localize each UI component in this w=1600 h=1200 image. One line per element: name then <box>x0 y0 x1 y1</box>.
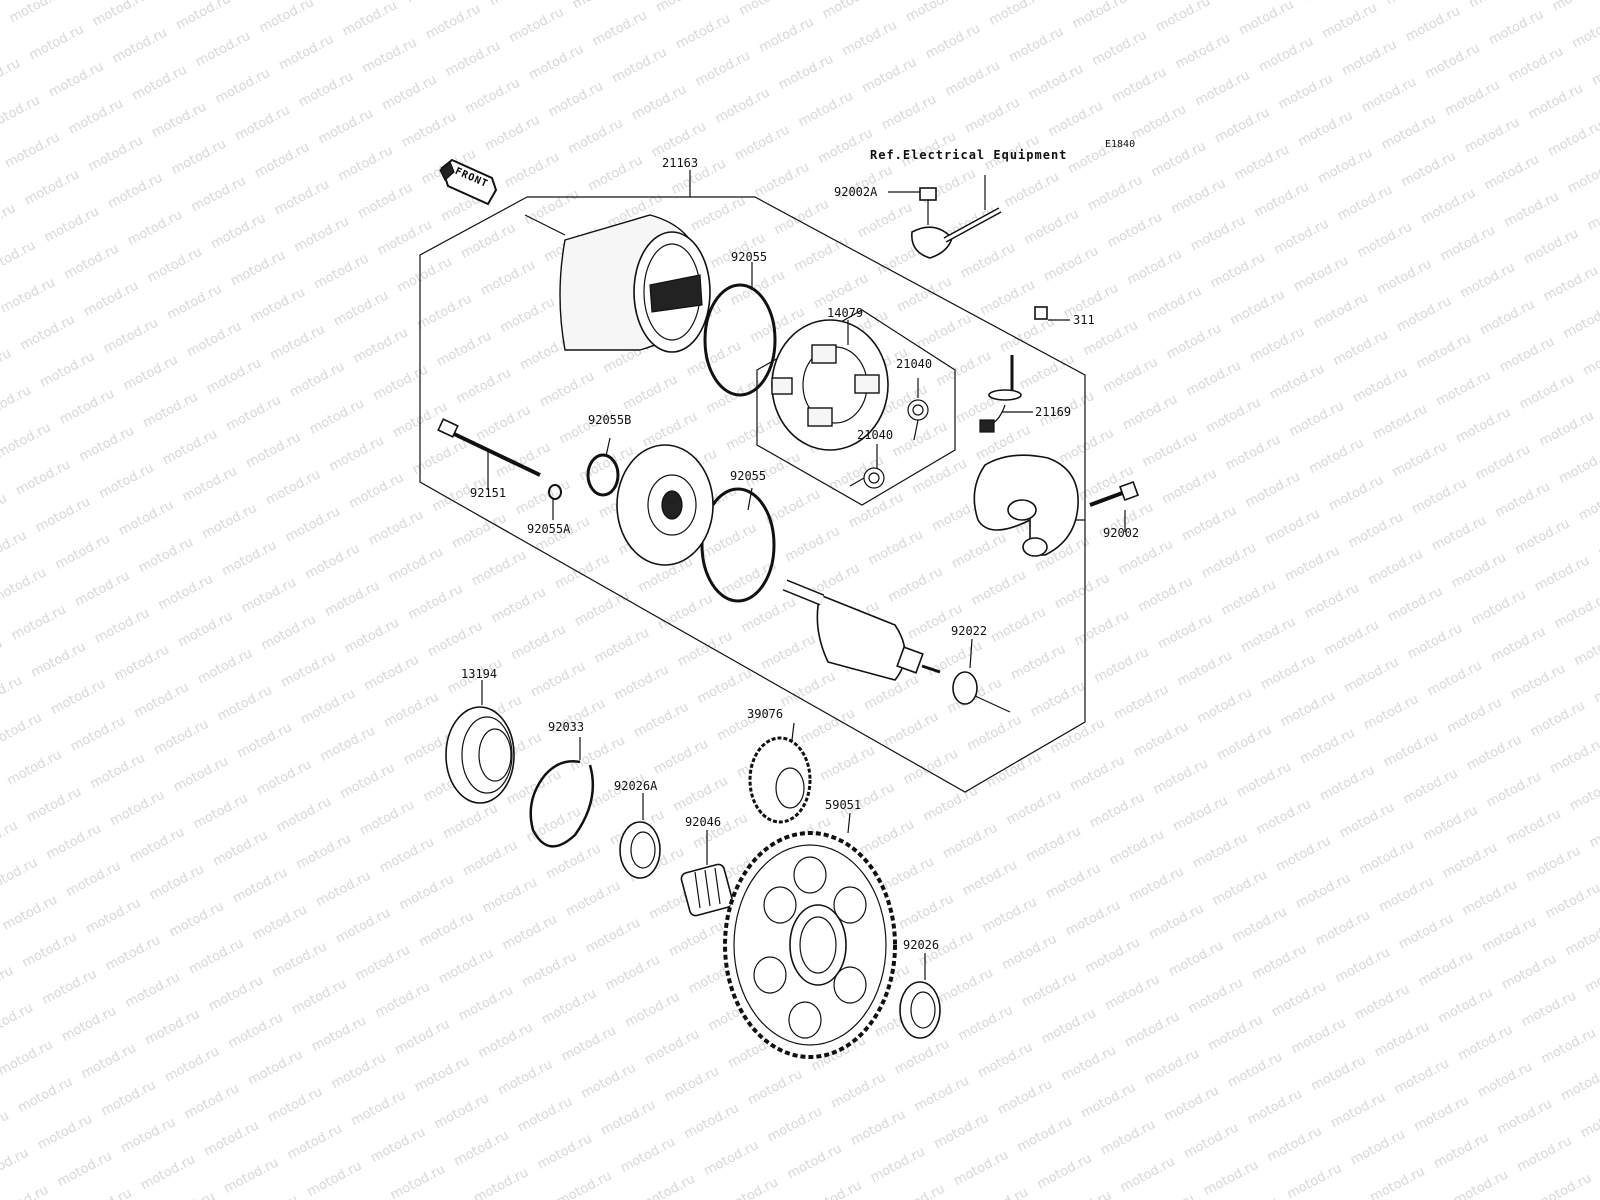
leader-lines <box>481 191 1126 980</box>
washer-92026 <box>899 981 941 1039</box>
part-label-21169: 21169 <box>1035 405 1072 419</box>
part-label-92033: 92033 <box>548 720 585 734</box>
part-label-59051: 59051 <box>825 798 862 812</box>
part-label-39076: 39076 <box>747 707 784 721</box>
part-label-92055A: 92055A <box>527 522 571 536</box>
part-label-92002A: 92002A <box>834 185 878 199</box>
cable-terminal <box>911 175 1002 259</box>
end-cover <box>973 454 1079 557</box>
part-label-92026: 92026 <box>903 938 940 952</box>
terminal-bolt-21169 <box>979 355 1022 433</box>
part-label-13194: 13194 <box>461 667 498 681</box>
part-label-92055B: 92055B <box>588 413 632 427</box>
part-label-21163: 21163 <box>662 156 699 170</box>
part-label-92151: 92151 <box>470 486 507 500</box>
bolt-92002A <box>919 187 937 225</box>
o-ring-92055A <box>548 484 562 500</box>
starter-gear-59051 <box>723 831 897 1059</box>
part-label-92055-top: 92055 <box>731 250 768 264</box>
through-bolt-92151 <box>437 418 541 477</box>
part-label-21040-b: 21040 <box>857 428 894 442</box>
part-label-92022: 92022 <box>951 624 988 638</box>
part-label-92055-mid: 92055 <box>730 469 767 483</box>
idle-gear-39076 <box>748 736 812 824</box>
brush-spring-bottom <box>849 467 885 489</box>
snap-ring-92033 <box>529 760 595 848</box>
front-bracket <box>616 444 714 566</box>
o-ring-92055-mid <box>700 487 776 603</box>
o-ring-92055-top <box>703 283 777 397</box>
part-label-92046: 92046 <box>685 815 722 829</box>
brush-holder-box <box>756 309 956 506</box>
brush-spring-top <box>907 399 929 441</box>
one-way-clutch <box>445 706 515 804</box>
part-label-14079: 14079 <box>827 306 864 320</box>
needle-bearing-92046 <box>680 863 734 917</box>
brush-holder-plate <box>771 319 889 451</box>
part-label-311: 311 <box>1073 313 1095 327</box>
terminal-nut-311 <box>1034 306 1048 320</box>
armature <box>782 579 941 681</box>
part-label-92002: 92002 <box>1103 526 1140 540</box>
yoke-housing <box>559 214 711 353</box>
washer-92026A <box>619 821 661 879</box>
front-arrow-icon <box>439 158 498 206</box>
o-ring-92055B <box>586 453 620 497</box>
reference-label: Ref.Electrical Equipment <box>870 148 1068 162</box>
bolt-92002 <box>1089 481 1139 507</box>
washer-92022 <box>952 671 978 705</box>
part-label-21040-a: 21040 <box>896 357 933 371</box>
part-label-92026A: 92026A <box>614 779 658 793</box>
diagram-code: E1840 <box>1105 139 1136 150</box>
